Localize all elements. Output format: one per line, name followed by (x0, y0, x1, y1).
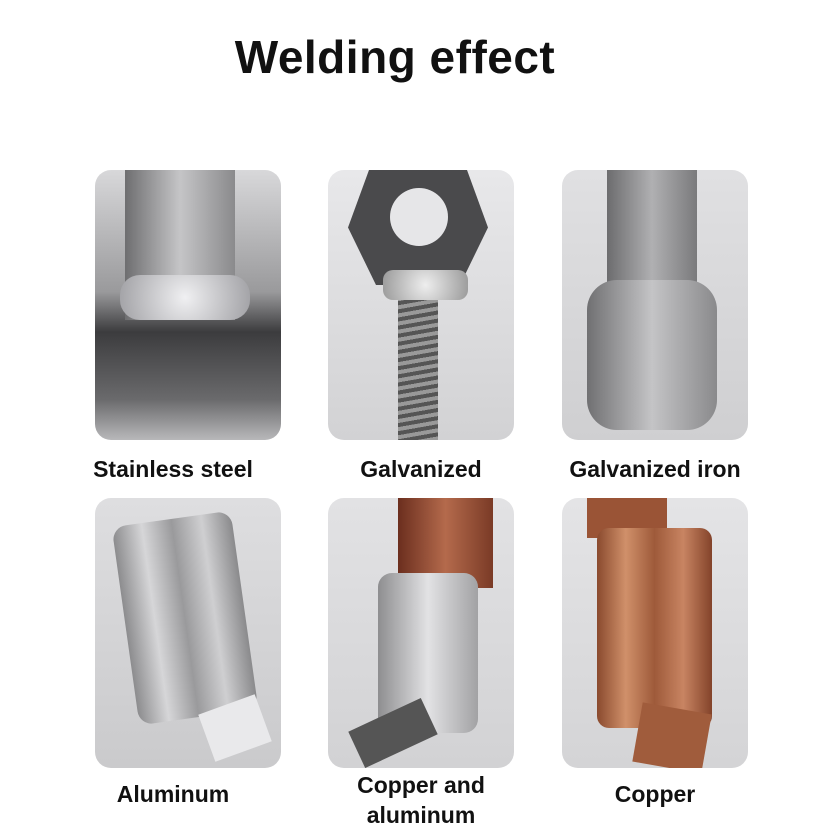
stainless-steel-photo (95, 170, 281, 440)
aluminum-photo (95, 498, 281, 768)
label-stainless-steel: Stainless steel (93, 456, 253, 482)
label-copper: Copper (614, 781, 696, 807)
galvanized-photo (328, 170, 514, 440)
page-title: Welding effect (234, 31, 556, 83)
label-galvanized-iron: Galvanized iron (569, 456, 741, 482)
copper-aluminum-photo (328, 498, 514, 768)
label-copper-aluminum: Copper and aluminum (357, 772, 485, 828)
galvanized-iron-photo (562, 170, 748, 440)
label-galvanized: Galvanized (360, 456, 482, 482)
copper-photo (562, 498, 748, 768)
label-aluminum: Aluminum (116, 781, 230, 807)
